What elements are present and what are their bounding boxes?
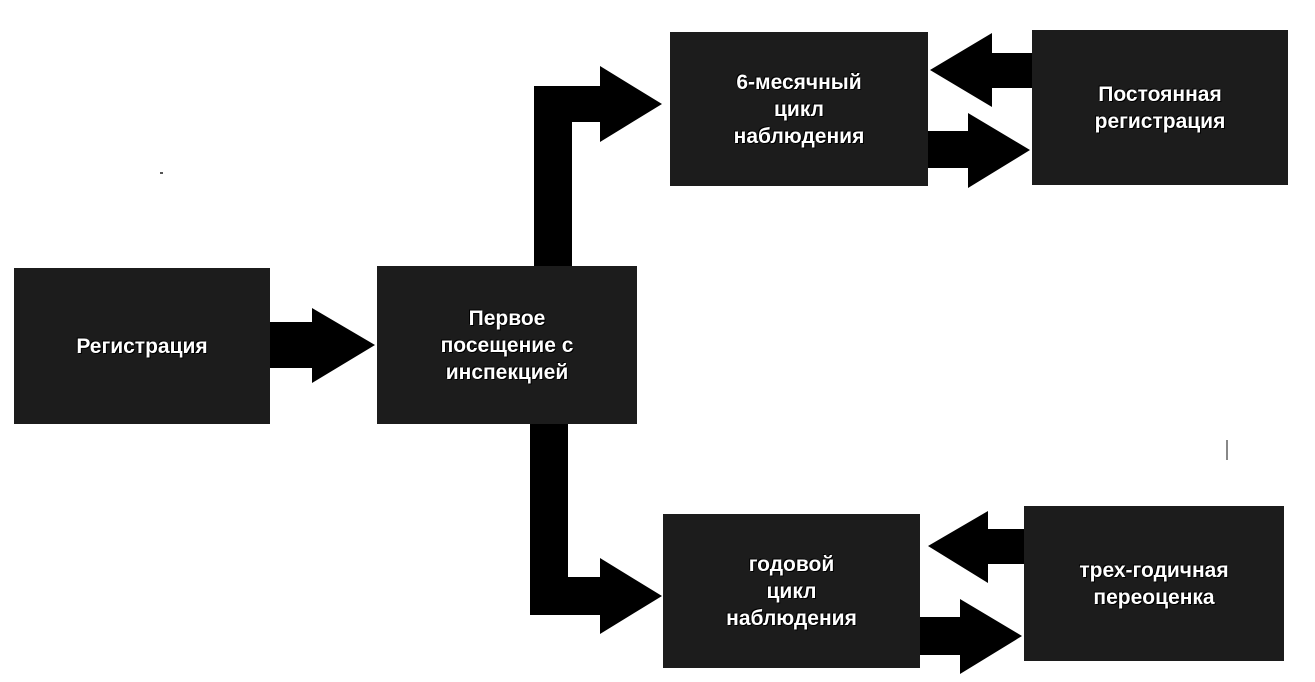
node-six-month-cycle-label: 6-месячный цикл наблюдения: [733, 70, 865, 148]
node-registration-label: Регистрация: [76, 334, 208, 358]
arrow-first-visit-to-six-month-cycle: [534, 66, 662, 268]
arrow-six-month-cycle-to-permanent-registration: [928, 113, 1030, 188]
node-six-month-cycle: 6-месячный цикл наблюдения: [670, 32, 928, 186]
node-first-visit-label: Первое посещение с инспекцией: [440, 306, 574, 384]
node-registration: Регистрация: [14, 268, 270, 424]
node-three-year-reassessment-label: трех-годичная переоценка: [1079, 558, 1229, 609]
node-permanent-registration-label: Постоянная регистрация: [1094, 82, 1226, 133]
arrow-registration-to-first-visit: [270, 308, 375, 383]
node-permanent-registration: Постоянная регистрация: [1032, 30, 1288, 185]
arrow-permanent-registration-to-six-month-cycle: [930, 33, 1032, 107]
node-three-year-reassessment: трех-годичная переоценка: [1024, 506, 1284, 661]
arrow-first-visit-to-annual-cycle: [530, 424, 662, 634]
stray-mark: [1226, 440, 1228, 460]
arrow-annual-cycle-to-three-year-reassessment: [920, 599, 1022, 674]
node-first-visit: Первое посещение с инспекцией: [377, 266, 637, 424]
arrow-three-year-reassessment-to-annual-cycle: [928, 511, 1024, 583]
node-annual-cycle-label: годовой цикл наблюдения: [726, 552, 857, 630]
stray-mark: [160, 172, 163, 174]
node-annual-cycle: годовой цикл наблюдения: [663, 514, 920, 668]
